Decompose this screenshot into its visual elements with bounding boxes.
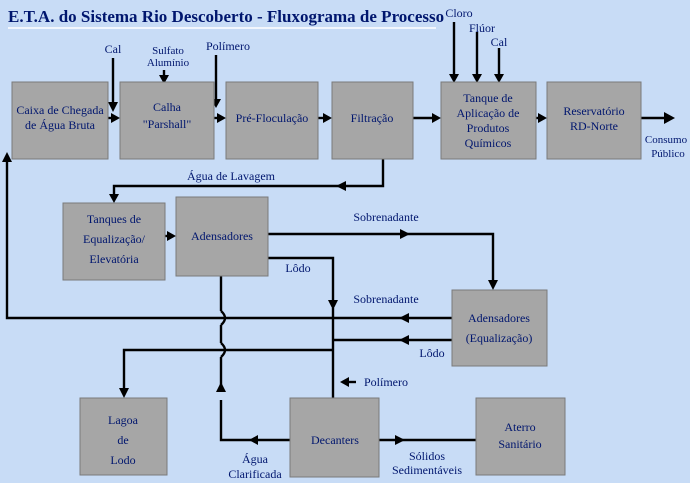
label-sobrenadante: Sobrenadante bbox=[353, 292, 418, 306]
arrowhead bbox=[400, 229, 410, 239]
line-crossover-a bbox=[220, 310, 227, 326]
box-label: Sanitário bbox=[498, 437, 541, 451]
label-lodo: Lôdo bbox=[285, 261, 310, 275]
arrowhead bbox=[340, 377, 349, 387]
box-label: Aplicação de bbox=[457, 106, 520, 120]
arrowhead bbox=[2, 152, 12, 162]
arrowhead bbox=[488, 280, 498, 290]
box-tanque-aplicacao: Tanque de Aplicação de Produtos Químicos bbox=[440, 81, 537, 160]
arrowhead bbox=[664, 112, 675, 124]
line-sobrenadante1 bbox=[268, 232, 495, 280]
box-label: Caixa de Chegada bbox=[16, 103, 104, 117]
arrowhead bbox=[399, 335, 409, 345]
box-label: Aterro bbox=[504, 420, 535, 434]
box-filtracao: Filtração bbox=[331, 81, 414, 160]
label-sedimentaveis: Sedimentáveis bbox=[392, 463, 462, 477]
box-label: Calha bbox=[153, 100, 182, 114]
line-return-caixa bbox=[5, 160, 452, 320]
box-caixa-chegada: Caixa de Chegada de Água Bruta bbox=[11, 81, 109, 160]
label-consumo: Consumo bbox=[645, 134, 688, 146]
box-lagoa-lodo: Lagoa de Lodo bbox=[79, 397, 168, 476]
line-agua-lavagem bbox=[112, 158, 385, 196]
arrowhead bbox=[109, 194, 119, 203]
arrowhead bbox=[216, 382, 226, 392]
line-agua-clarificada bbox=[219, 400, 290, 442]
arrowhead bbox=[217, 113, 226, 123]
box-aterro-sanitario: Aterro Sanitário bbox=[475, 397, 566, 476]
arrowhead bbox=[494, 74, 504, 83]
label-cal: Cal bbox=[105, 42, 122, 56]
label-cloro: Cloro bbox=[445, 6, 472, 20]
box-label: Elevatória bbox=[89, 252, 139, 266]
box-label: Tanques de bbox=[87, 212, 141, 226]
line-crossover-b bbox=[220, 342, 227, 358]
arrowhead bbox=[328, 300, 338, 310]
flow-lines bbox=[5, 22, 665, 442]
label-polimero: Polímero bbox=[206, 39, 250, 53]
box-label: (Equalização) bbox=[466, 331, 533, 345]
box-label: "Parshall" bbox=[143, 117, 192, 131]
arrowhead bbox=[111, 113, 120, 123]
box-label: Químicos bbox=[465, 136, 512, 150]
box-label: Adensadores bbox=[468, 311, 530, 325]
label-cal: Cal bbox=[491, 35, 508, 49]
box-calha-parshall: Calha "Parshall" bbox=[119, 81, 215, 160]
box-label: Equalização/ bbox=[83, 232, 146, 246]
arrowhead bbox=[108, 102, 118, 112]
arrowhead bbox=[538, 113, 547, 123]
arrowhead bbox=[119, 388, 129, 398]
box-label: de bbox=[117, 433, 128, 447]
box-label: Decanters bbox=[311, 433, 359, 447]
arrowhead bbox=[395, 435, 405, 445]
label-agua: Água bbox=[242, 452, 269, 466]
label-clarificada: Clarificada bbox=[228, 467, 282, 481]
label-sulfato: Sulfato bbox=[152, 45, 184, 57]
label-aluminio: Alumínio bbox=[147, 57, 190, 69]
arrowhead bbox=[167, 231, 176, 241]
box-label: Lodo bbox=[110, 453, 135, 467]
line-lodo1 bbox=[268, 256, 335, 302]
arrowhead bbox=[336, 181, 346, 191]
flow-arrowheads bbox=[2, 74, 675, 445]
arrowhead bbox=[399, 313, 409, 323]
box-label: Reservatório bbox=[563, 104, 624, 118]
arrowhead bbox=[449, 74, 459, 83]
box-label: Filtração bbox=[351, 111, 394, 125]
box-reservatorio: Reservatório RD-Norte bbox=[546, 81, 642, 160]
arrowhead bbox=[432, 113, 441, 123]
label-sobrenadante: Sobrenadante bbox=[353, 210, 418, 224]
box-adensadores: Adensadores bbox=[175, 196, 269, 277]
box-decanters: Decanters bbox=[289, 397, 380, 478]
label-lodo: Lôdo bbox=[419, 346, 444, 360]
label-solidos: Sólidos bbox=[409, 449, 445, 463]
box-label: RD-Norte bbox=[570, 119, 618, 133]
arrowhead bbox=[323, 113, 332, 123]
box-label: Adensadores bbox=[191, 229, 253, 243]
box-pre-floculacao: Pré-Floculação bbox=[225, 81, 319, 160]
label-agua-lavagem: Água de Lavagem bbox=[187, 169, 276, 183]
label-polimero: Polímero bbox=[364, 375, 408, 389]
box-label: Pré-Floculação bbox=[236, 111, 309, 125]
box-tanques-equalizacao: Tanques de Equalização/ Elevatória bbox=[62, 202, 166, 281]
box-adensadores-equalizacao: Adensadores (Equalização) bbox=[451, 289, 548, 367]
flow-labels: Cal Sulfato Alumínio Polímero Cloro Flúo… bbox=[105, 6, 688, 481]
diagram-title: E.T.A. do Sistema Rio Descoberto - Fluxo… bbox=[8, 7, 444, 26]
box-label: Lagoa bbox=[108, 413, 139, 427]
arrowhead bbox=[249, 435, 258, 445]
label-publico: Público bbox=[651, 148, 685, 160]
label-fluor: Flúor bbox=[469, 21, 495, 35]
arrowhead bbox=[159, 75, 169, 84]
line-lagoa bbox=[122, 348, 333, 392]
box-label: Tanque de bbox=[463, 91, 512, 105]
box-label: Produtos bbox=[467, 121, 510, 135]
arrowhead bbox=[472, 74, 482, 83]
box-label: de Água Bruta bbox=[25, 118, 96, 132]
